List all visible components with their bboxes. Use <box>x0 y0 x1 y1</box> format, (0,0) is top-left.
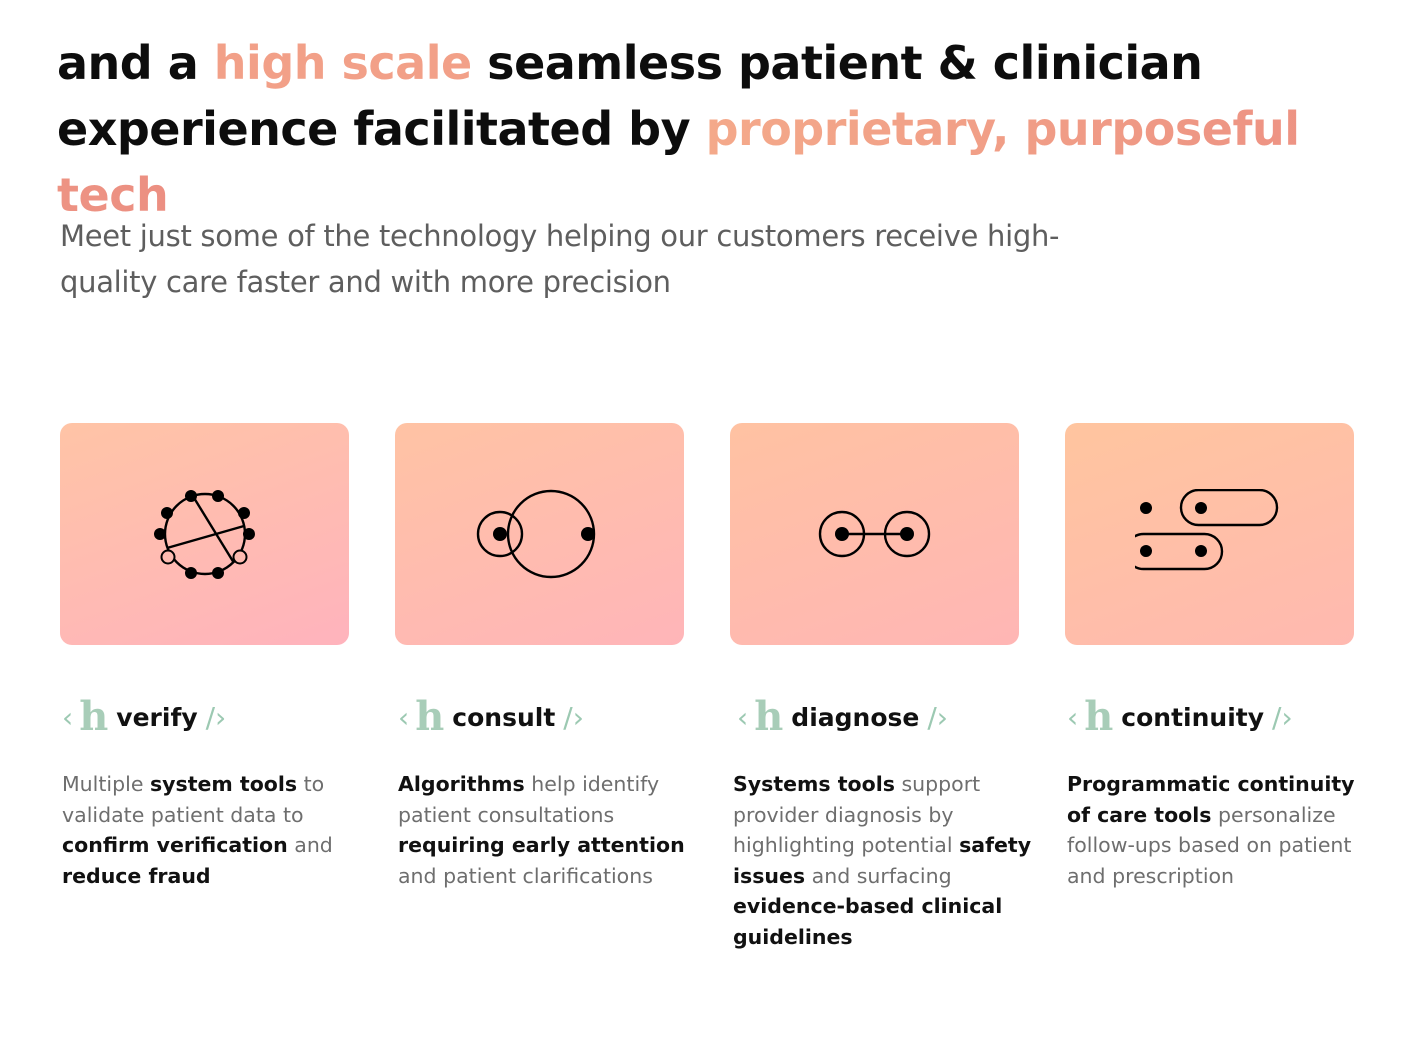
description-emphasis: Systems tools <box>733 772 895 796</box>
page-headline: and a high scale seamless patient & clin… <box>57 30 1377 228</box>
feature-card-diagnose <box>730 423 1019 645</box>
description-emphasis: Algorithms <box>398 772 525 796</box>
feature-name: diagnose <box>791 702 920 732</box>
feature-card-continuity <box>1065 423 1354 645</box>
feature-name: continuity <box>1121 702 1265 732</box>
description-text: help identify patient consultations <box>398 772 660 827</box>
feature-description-continuity: Programmatic continuity of care tools pe… <box>1067 769 1367 891</box>
h-logo-mark: h <box>754 693 784 740</box>
capsule-dots-icon <box>1134 489 1278 571</box>
feature-description-consult: Algorithms help identify patient consult… <box>398 769 698 891</box>
overlapping-circles-icon <box>476 489 595 579</box>
feature-tag-consult: ‹ h consult /› <box>398 692 584 742</box>
description-text: and surfacing <box>805 863 952 888</box>
description-emphasis: reduce fraud <box>62 863 211 888</box>
feature-card-verify <box>60 423 349 645</box>
description-text: Multiple <box>62 772 150 796</box>
h-logo-mark: h <box>79 693 109 740</box>
feature-card-consult <box>395 423 684 645</box>
description-text: and patient clarifications <box>398 863 653 888</box>
open-bracket: ‹ <box>398 700 410 734</box>
description-emphasis: confirm verification <box>62 833 288 857</box>
description-emphasis: Programmatic continuity of care tools <box>1067 772 1355 827</box>
description-emphasis: system tools <box>149 772 298 796</box>
open-bracket: ‹ <box>62 700 74 734</box>
headline-accent-2: proprietary, purposeful tech <box>57 102 1300 222</box>
feature-name: consult <box>452 702 556 732</box>
headline-part-2: seamless patient & clinician experience … <box>57 36 1203 156</box>
headline-accent-1: high scale <box>213 36 472 90</box>
feature-tag-diagnose: ‹ h diagnose /› <box>737 692 948 742</box>
description-text: support provider diagnosis by highlighti… <box>733 772 981 857</box>
description-text: personalize follow-ups based on patient … <box>1067 802 1352 888</box>
linked-nodes-icon <box>818 510 930 558</box>
description-emphasis: evidence-based clinical guidelines <box>733 894 1003 949</box>
headline-part-1: and a <box>57 36 214 90</box>
network-ring-icon <box>153 490 255 579</box>
description-text: to validate patient data to <box>62 772 325 827</box>
subheadline: Meet just some of the technology helping… <box>60 219 1060 299</box>
open-bracket: ‹ <box>1067 700 1079 734</box>
description-text: and <box>287 833 333 857</box>
open-bracket: ‹ <box>737 700 749 734</box>
close-bracket: /› <box>927 700 948 734</box>
close-bracket: /› <box>1272 700 1293 734</box>
feature-tag-continuity: ‹ h continuity /› <box>1067 692 1293 742</box>
feature-description-diagnose: Systems tools support provider diagnosis… <box>733 769 1033 952</box>
feature-description-verify: Multiple system tools to validate patien… <box>62 769 362 891</box>
h-logo-mark: h <box>1084 693 1114 740</box>
description-emphasis: requiring early attention <box>398 833 685 857</box>
feature-tag-verify: ‹ h verify /› <box>62 692 226 742</box>
h-logo-mark: h <box>415 693 445 740</box>
feature-name: verify <box>116 702 198 732</box>
close-bracket: /› <box>563 700 584 734</box>
close-bracket: /› <box>205 700 227 734</box>
description-emphasis: safety issues <box>733 833 1032 888</box>
